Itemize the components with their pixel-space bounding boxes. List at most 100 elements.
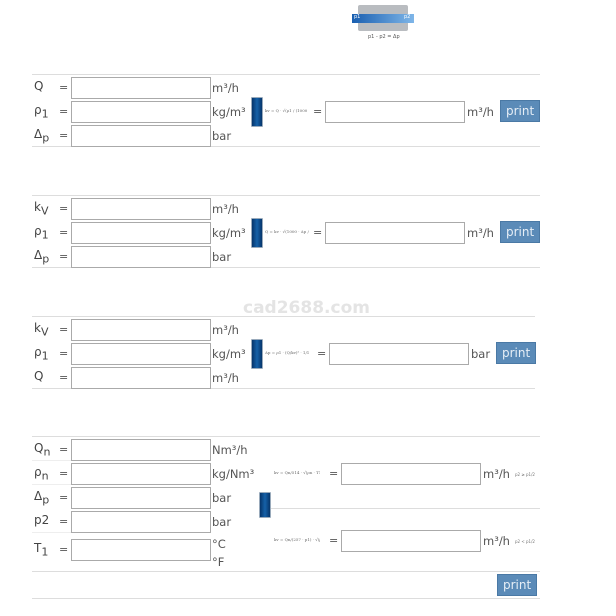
divider — [32, 388, 535, 389]
equals-sign: = — [59, 323, 69, 336]
input-field[interactable] — [71, 539, 211, 561]
unit-label: kg/m³ — [212, 105, 246, 119]
input-field[interactable] — [71, 367, 211, 389]
input-field[interactable] — [71, 77, 211, 99]
divider — [32, 571, 540, 572]
unit-label: kg/m³ — [212, 226, 246, 240]
result-unit: m³/h — [467, 105, 494, 119]
unit-label: kg/m³ — [212, 347, 246, 361]
print-button[interactable]: print — [496, 342, 537, 364]
equals-sign: = — [59, 105, 69, 118]
result-field[interactable] — [329, 343, 469, 365]
field-label: Qn — [34, 441, 51, 459]
equals-sign: = — [59, 443, 69, 456]
expand-handle[interactable] — [251, 339, 263, 369]
diagram-caption: p1 - p2 = Δp — [368, 34, 400, 40]
p1-label: p1 — [354, 14, 361, 20]
field-label: T1 — [34, 541, 49, 559]
input-field[interactable] — [71, 343, 211, 365]
unit-label: kg/Nm³ — [212, 467, 255, 481]
result-field[interactable] — [341, 530, 481, 552]
equals-sign: = — [329, 467, 339, 480]
equals-sign: = — [317, 347, 327, 360]
unit-label: m³/h — [212, 323, 239, 337]
equals-sign: = — [59, 515, 69, 528]
unit-label: m³/h — [212, 202, 239, 216]
unit-label: m³/h — [212, 371, 239, 385]
unit-label: bar — [212, 515, 232, 529]
field-label: ρ1 — [34, 224, 49, 242]
equals-sign: = — [59, 543, 69, 556]
result-unit: bar — [471, 347, 491, 361]
divider — [32, 74, 540, 75]
formula-image: Δp = ρ1 · (Q/kv)² · 1/1000 — [265, 350, 309, 355]
formula-image: kv = Qn/514 · √(ρn · T1 / (Δp · p2)) — [274, 470, 320, 475]
input-field[interactable] — [71, 487, 211, 509]
input-field[interactable] — [71, 222, 211, 244]
equals-sign: = — [59, 202, 69, 215]
print-button[interactable]: print — [500, 100, 541, 122]
equals-sign: = — [59, 491, 69, 504]
field-label: ρ1 — [34, 103, 49, 121]
expand-handle[interactable] — [259, 492, 271, 518]
divider — [32, 146, 540, 147]
result-unit: m³/h — [467, 226, 494, 240]
input-field[interactable] — [71, 125, 211, 147]
unit-label: Nm³/h — [212, 443, 248, 457]
field-label: Δp — [34, 489, 50, 507]
formula-image: Q = kv · √(1000 · Δp / ρ1) — [265, 229, 309, 234]
equals-sign: = — [329, 534, 339, 547]
equals-sign: = — [59, 226, 69, 239]
field-label: Δp — [34, 248, 50, 266]
condition-label: p2 ≥ p1/2 — [515, 472, 535, 477]
divider — [262, 508, 540, 509]
result-field[interactable] — [325, 101, 465, 123]
input-field[interactable] — [71, 319, 211, 341]
equals-sign: = — [59, 371, 69, 384]
expand-handle[interactable] — [251, 97, 263, 127]
input-field[interactable] — [71, 101, 211, 123]
equals-sign: = — [59, 347, 69, 360]
expand-handle[interactable] — [251, 218, 263, 248]
equals-sign: = — [313, 105, 323, 118]
formula-image: kv = Q · √(ρ1 / (1000 · Δp)) — [265, 108, 309, 113]
result-field[interactable] — [341, 463, 481, 485]
field-label: Q — [34, 79, 44, 93]
print-button[interactable]: print — [497, 574, 538, 596]
unit-fahrenheit[interactable]: °F — [212, 555, 225, 569]
watermark: cad2688.com — [243, 298, 370, 318]
equals-sign: = — [59, 250, 69, 263]
result-unit: m³/h — [483, 467, 510, 481]
equals-sign: = — [59, 81, 69, 94]
valve-diagram: p1 p2 — [352, 5, 414, 35]
divider — [32, 195, 540, 196]
field-label: kV — [34, 321, 49, 339]
unit-celsius[interactable]: °C — [212, 537, 226, 551]
unit-label: bar — [212, 129, 232, 143]
p2-label: p2 — [404, 14, 411, 20]
field-label: kV — [34, 200, 49, 218]
unit-label: bar — [212, 491, 232, 505]
input-field[interactable] — [71, 511, 211, 533]
input-field[interactable] — [71, 463, 211, 485]
divider — [32, 436, 540, 437]
field-label: Δp — [34, 127, 50, 145]
result-field[interactable] — [325, 222, 465, 244]
input-field[interactable] — [71, 439, 211, 461]
input-field[interactable] — [71, 198, 211, 220]
print-button[interactable]: print — [500, 221, 541, 243]
field-label: p2 — [34, 513, 50, 527]
condition-label: p2 < p1/2 — [515, 539, 535, 544]
equals-sign: = — [59, 129, 69, 142]
input-field[interactable] — [71, 246, 211, 268]
equals-sign: = — [313, 226, 323, 239]
equals-sign: = — [59, 467, 69, 480]
unit-label: m³/h — [212, 81, 239, 95]
divider — [32, 267, 540, 268]
field-label: ρ1 — [34, 345, 49, 363]
formula-image: kv = Qn/(257 · p1) · √(ρn · T1) — [274, 537, 320, 542]
result-unit: m³/h — [483, 534, 510, 548]
field-label: ρn — [34, 465, 49, 483]
unit-label: bar — [212, 250, 232, 264]
field-label: Q — [34, 369, 44, 383]
